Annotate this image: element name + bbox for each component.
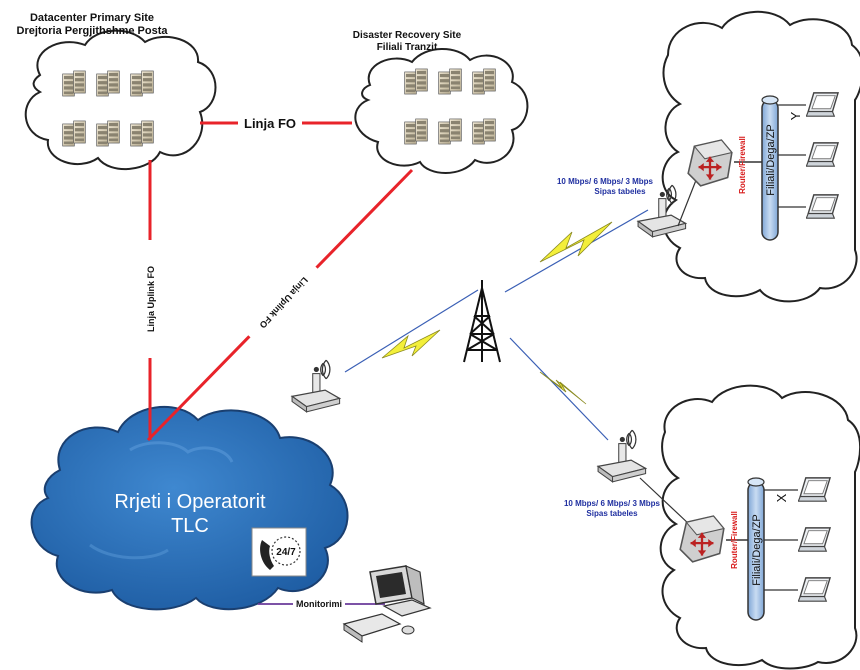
server-icon	[449, 118, 462, 142]
server-icon	[130, 123, 143, 147]
primary-site-subtitle: Drejtoria Pergjithshme Posta	[17, 25, 169, 37]
branch-x-router-icon	[679, 514, 725, 563]
server-icon	[141, 70, 154, 94]
wireless-link-branch-y	[504, 209, 649, 293]
branch-y-bus	[761, 95, 779, 241]
fo-label: Linja FO	[244, 116, 296, 131]
server-icon	[472, 121, 485, 145]
branch-y-letter: Y	[788, 111, 803, 120]
operator-antenna-icon	[291, 359, 341, 413]
monitoring-label-box	[293, 597, 345, 610]
server-icon	[449, 68, 462, 92]
branch-y-router-label: Router/Firewall	[738, 136, 747, 194]
server-icon	[483, 68, 496, 92]
server-icon	[73, 70, 86, 94]
radio-tower-icon	[463, 280, 501, 363]
server-icon	[141, 120, 154, 144]
branch-x-letter: X	[774, 493, 789, 502]
server-icon	[107, 70, 120, 94]
server-icon	[96, 73, 109, 97]
server-icon	[73, 120, 86, 144]
operator-subtitle: TLC	[171, 515, 209, 537]
server-icon	[62, 73, 75, 97]
branch-x-bus	[747, 477, 765, 621]
uplink-dr-label-group: Linja Uplink FO	[246, 263, 322, 343]
branch-y-workstations	[778, 92, 839, 219]
branch-x-workstations	[764, 477, 831, 602]
dr-site-subtitle: Filiali Tranzit	[377, 42, 438, 53]
branch-y-router-icon	[687, 138, 733, 187]
phone-icon	[260, 540, 274, 570]
uplink-primary-label: Linja Uplink FO	[146, 266, 156, 332]
server-icon	[404, 71, 417, 95]
branch-y-bandwidth: 10 Mbps/ 6 Mbps/ 3 Mbps	[557, 177, 654, 186]
server-icon	[415, 118, 428, 142]
branch-x-modem-link	[639, 477, 691, 526]
branch-x-note: Sipas tabeles	[586, 509, 638, 518]
server-icon	[472, 71, 485, 95]
uplink-dr-label-box	[246, 263, 322, 343]
fo-label-box	[238, 114, 302, 132]
support-24-7-badge: 24/7	[251, 527, 307, 577]
server-icon	[96, 123, 109, 147]
support-badge-text: 24/7	[276, 547, 296, 558]
server-icon	[483, 118, 496, 142]
wireless-link-branch-x	[509, 337, 609, 441]
branch-x-bandwidth: 10 Mbps/ 6 Mbps/ 3 Mbps	[564, 499, 661, 508]
monitoring-label: Monitorimi	[296, 599, 342, 609]
primary-site-title: Datacenter Primary Site	[30, 12, 154, 24]
server-icon	[438, 121, 451, 145]
branch-y-note: Sipas tabeles	[594, 187, 646, 196]
server-icon	[438, 71, 451, 95]
server-icon	[130, 73, 143, 97]
server-icon	[404, 121, 417, 145]
dr-site-cloud	[354, 48, 529, 174]
uplink-dr-label: Linja Uplink FO	[258, 275, 310, 330]
branch-x-bus-label: Filiali/Dega/ZP	[751, 514, 763, 586]
server-icon	[415, 68, 428, 92]
primary-site-cloud	[24, 29, 217, 170]
operator-title: Rrjeti i Operatorit	[114, 491, 266, 513]
server-icon	[107, 120, 120, 144]
branch-y-bus-label: Filiali/Dega/ZP	[765, 124, 777, 196]
server-icon	[62, 123, 75, 147]
monitoring-computer-icon	[342, 565, 432, 643]
wireless-link-operator	[344, 289, 479, 373]
branch-x-router-label: Router/Firewall	[730, 511, 739, 569]
uplink-primary-label-box	[143, 240, 157, 358]
dr-site-title: Disaster Recovery Site	[353, 30, 462, 41]
